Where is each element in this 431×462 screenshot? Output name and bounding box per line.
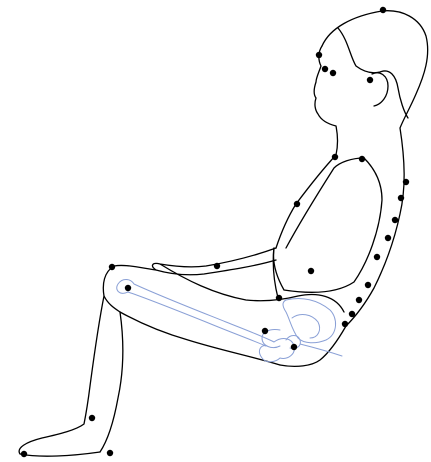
shin-front [19,296,104,456]
marker-ischium [262,328,268,334]
marker-back-3 [392,217,398,223]
marker-back-4 [385,235,391,241]
marker-toe [21,451,27,457]
marker-back-8 [349,311,355,317]
torso-vertical [273,248,278,298]
landmark-markers [21,7,409,457]
marker-wrist [214,263,220,269]
marker-brow [322,66,328,72]
marker-hip-front [276,295,282,301]
marker-back-2 [398,195,404,201]
marker-back-1 [403,179,409,185]
marker-heel [107,450,113,456]
marker-back-5 [374,254,380,260]
ear [372,73,388,106]
marker-forehead [316,52,322,58]
marker-back-7 [356,297,362,303]
marker-elbow [308,268,314,274]
marker-head-top [380,7,386,13]
marker-pelvis-back [342,321,348,327]
marker-knee [125,285,131,291]
marker-neck-front [332,154,338,160]
pelvis-line [300,344,342,356]
neck-front [276,155,336,248]
marker-back-6 [365,282,371,288]
marker-ear [367,77,373,83]
calf-back [100,312,123,452]
marker-shoulder [359,156,365,162]
body-outline [19,11,428,456]
marker-knee-top [109,264,115,270]
marker-shin [89,415,95,421]
marker-eye [330,70,336,76]
marker-hip-joint [291,344,297,350]
thigh-underside [160,264,344,312]
face-profile [314,46,337,155]
femur-bone [117,280,295,362]
marker-chest [294,201,300,207]
